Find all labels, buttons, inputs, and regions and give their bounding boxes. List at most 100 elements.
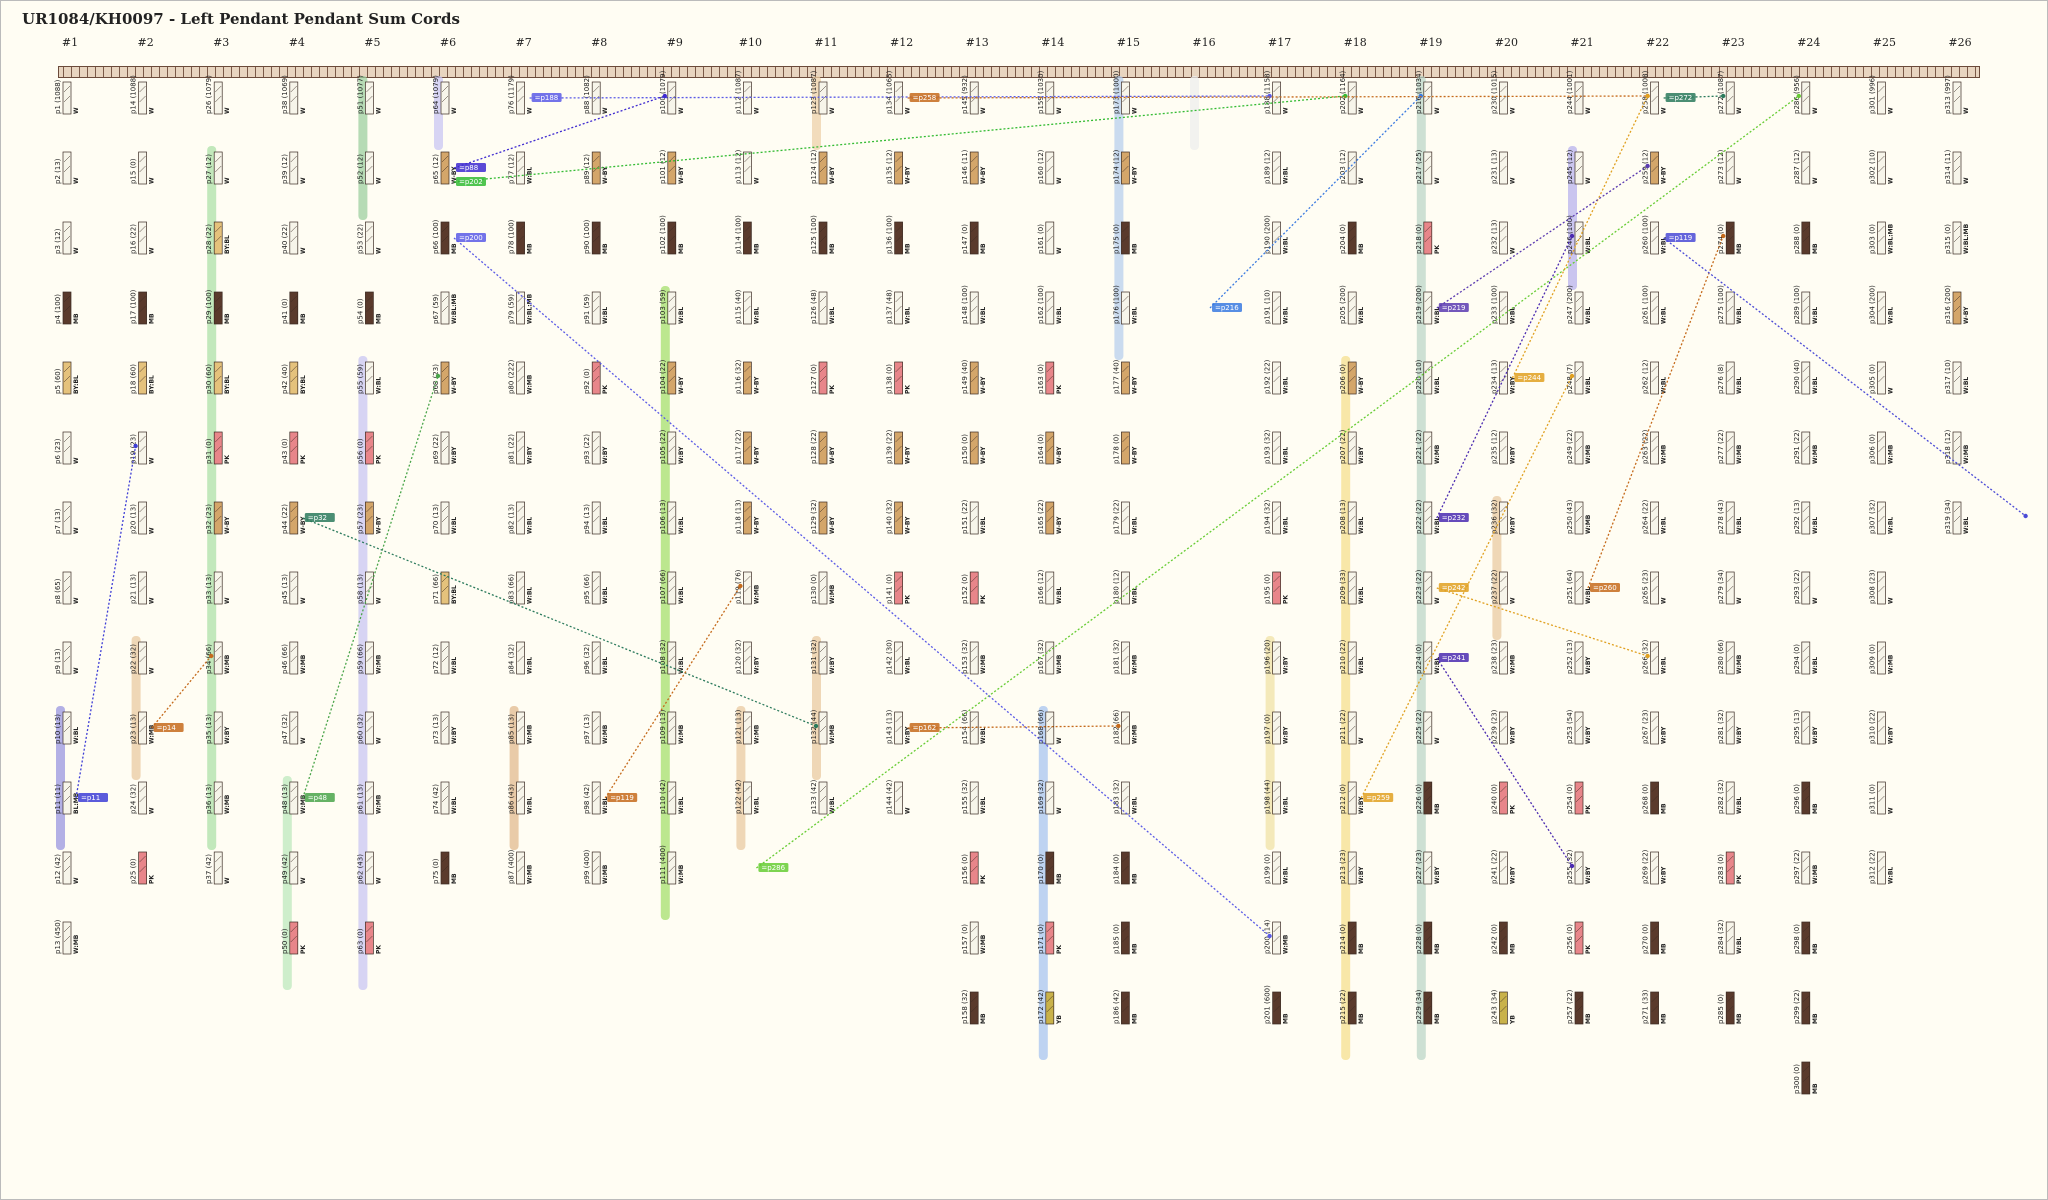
cord-body [1272,81,1281,115]
pendant-cord: p189 (12)W:BL [1264,149,1290,185]
cord-label: p207 (22) [1339,429,1347,464]
cord-body [1574,851,1584,885]
cord-color-code: W:BL [678,307,685,324]
pendant-cord: p153 (32)W:MB [961,639,987,675]
cord-hatch [139,435,146,443]
cord-body [138,781,147,815]
cord-hatch [1651,515,1658,523]
cord-color-code: BY:BL [300,375,307,394]
pendant-cord: p298 (0)MB [1793,921,1819,955]
pendant-cord: p269 (22)W:BY [1642,849,1668,885]
cord-label: p292 (13) [1793,499,1801,534]
cord-body [1347,431,1357,465]
cord-color-code: W [602,107,609,114]
cord-body [516,221,525,255]
cord-color-code: W:BL [1283,237,1290,254]
cord-color-code: W:BY [1283,656,1290,674]
cord-color-code: W:BY [1585,656,1592,674]
cord-body [969,221,979,255]
cord-hatch [1802,435,1809,443]
cord-color-code: PK [1056,385,1063,394]
cord-hatch [441,165,449,173]
cord-hatch [1651,375,1658,383]
cord-hatch [1349,645,1356,653]
cord-color-code: W:BY [678,446,685,464]
cord-hatch [744,515,751,523]
pendant-cord: p144 (42)W [886,779,912,815]
cord-label: p106 (13) [659,499,667,534]
cord-body [1423,571,1433,605]
sum-link-tag-box [1438,513,1469,522]
cord-hatch [1651,855,1658,863]
cord-hatch [1500,865,1507,873]
cord-color-code: BY:BL [224,235,231,254]
cord-body [1725,991,1735,1025]
cord-body [1121,711,1130,745]
cord-hatch [1651,865,1658,873]
cord-label: p271 (33) [1642,989,1650,1024]
cord-label: p315 (0) [1944,224,1952,254]
cord-hatch [1727,155,1734,163]
cord-label: p254 (0) [1566,784,1574,814]
cord-color-code: W [73,527,80,534]
cord-label: p8 (65) [54,578,62,604]
pendant-cord: p106 (13)W:BL [659,499,685,535]
cord-hatch [1349,725,1356,733]
cord-label: p198 (44) [1264,779,1272,814]
cord-body [1121,781,1130,815]
cord-hatch [1273,85,1280,93]
cord-hatch [1878,585,1885,593]
pendant-cord: p69 (22)W:BY [432,431,458,465]
cord-hatch [1349,855,1356,863]
cord-hatch [366,375,373,383]
cord-hatch [1500,725,1507,733]
sum-link-tag-label: =p200 [459,234,483,242]
pendant-cord: p293 (22)W [1793,569,1819,605]
cord-hatch [63,795,71,803]
cord-color-code: W:BL [1585,587,1592,604]
cord-color-code: W:BL [1736,307,1743,324]
cord-label: p73 (13) [432,714,440,744]
cord-body [1650,501,1659,535]
cord-hatch [1273,575,1280,583]
cord-label: p24 (32) [130,784,138,814]
cord-body [1725,641,1735,675]
cord-color-code: W:MB [527,374,534,394]
pendant-cord: p248 (7)W:BL [1566,361,1592,395]
pendant-cord: p132 (44)W:MB [810,709,836,745]
pendant-cord: p80 (222)W:MB [508,359,534,395]
cord-body [1952,81,1962,115]
pendant-cord: p30 (60)BY:BL [205,361,231,395]
cord-label: p281 (32) [1717,709,1725,744]
pendant-cord: p179 (22)W:BL [1112,499,1138,535]
cord-body [1347,921,1357,955]
cord-label: p133 (42) [810,779,818,814]
cord-hatch [1878,225,1885,233]
cord-hatch [63,575,71,583]
group-label: #23 [1721,36,1745,49]
cord-color-code: W [300,737,307,744]
cord-label: p98 (42) [583,784,591,814]
pendant-cord: p250 (43)W:MB [1566,499,1592,535]
pendant-cord: p257 (22)MB [1566,989,1592,1025]
cord-color-code: W:MB [1434,444,1441,464]
cord-hatch [290,655,297,663]
cord-hatch [1349,585,1356,593]
pendant-cord: p62 (43)W [356,851,382,885]
cord-body [1121,501,1130,535]
cord-hatch [744,225,751,233]
cord-color-code: W [1509,247,1516,254]
cord-hatch [1727,645,1734,653]
cord-color-code: W [451,107,458,114]
cord-color-code: W:BY [1358,866,1365,884]
cord-hatch [139,655,146,663]
cord-body [591,501,601,535]
cord-body [969,501,979,535]
pendant-cord: p142 (30)W:BL [886,639,912,675]
cord-label: p222 (22) [1415,499,1423,534]
cord-hatch [215,435,222,443]
cord-color-code: W-BY [980,166,987,184]
cord-hatch [139,855,146,863]
cord-color-code: W:MB [1509,654,1516,674]
cord-hatch [1273,445,1280,453]
